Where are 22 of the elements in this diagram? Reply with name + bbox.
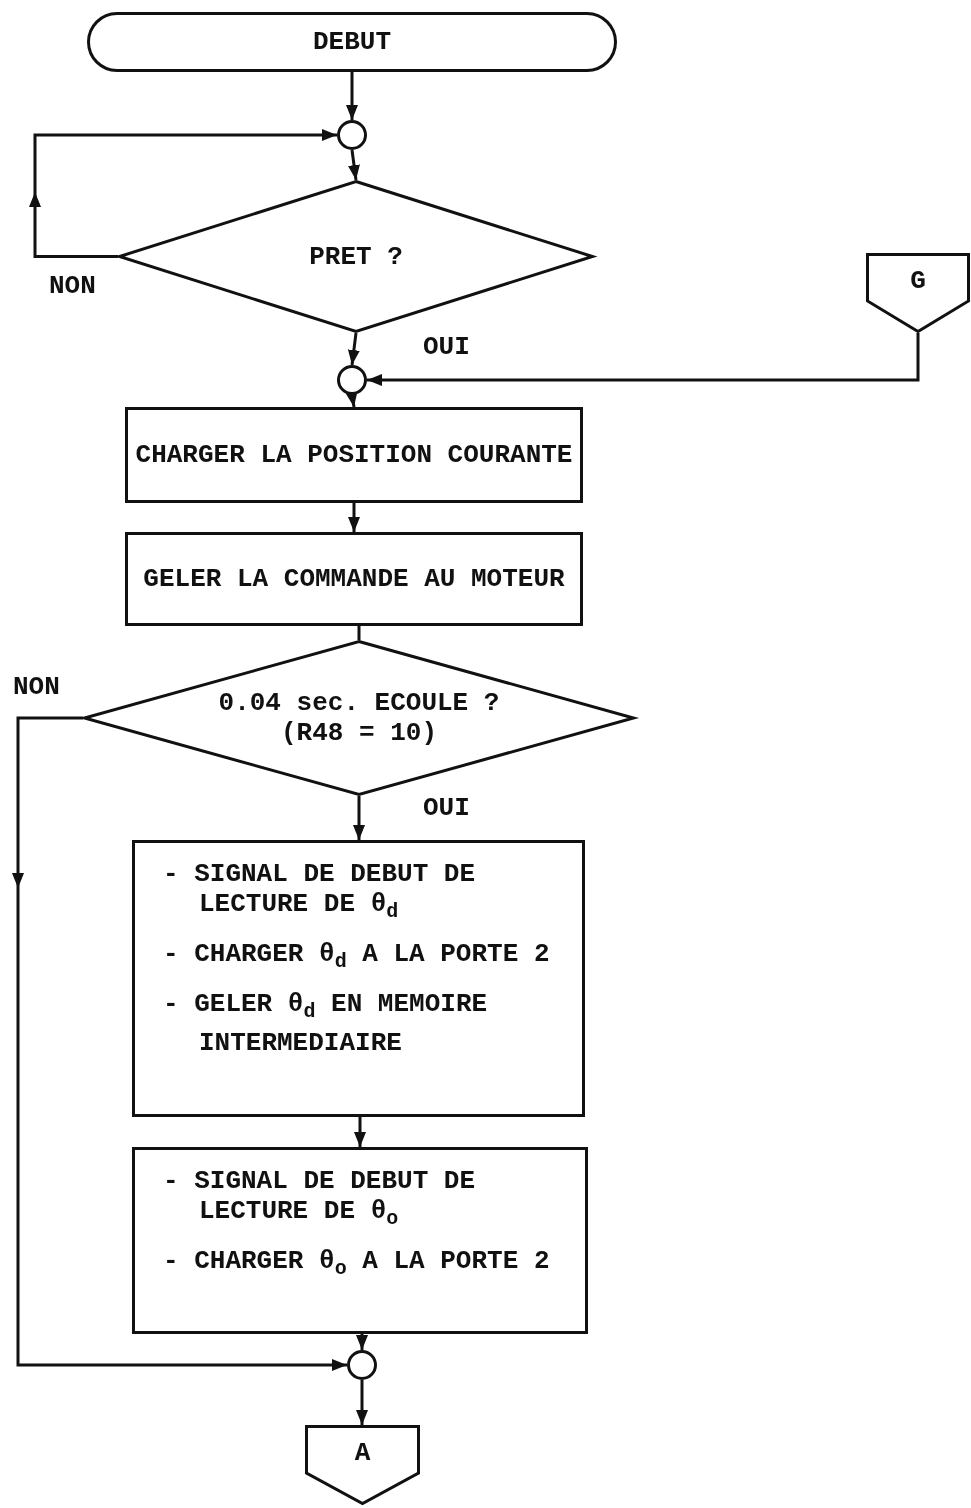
node-text: PRET ? [308,241,404,272]
node-text: G [909,266,927,296]
node-text: - GELER θ$_{d}$ EN MEMOIRE INTERMEDIAIRE [163,989,489,1058]
connector-circle [347,1350,377,1380]
process-box [125,407,583,503]
process-box [132,840,585,1117]
start-terminal [87,12,617,72]
node-text: GELER LA COMMANDE AU MOTEUR [142,564,566,594]
node-text: - CHARGER θ$_{o}$ A LA PORTE 2 [163,1246,551,1283]
node-text: CHARGER LA POSITION COURANTE [134,440,574,470]
node-text: - CHARGER θ$_{d}$ A LA PORTE 2 [163,939,551,976]
node-text: - SIGNAL DE DEBUT DE LECTURE DE θ$_{d}$ [163,859,477,926]
off-page-connector [866,253,970,333]
process-box [132,1147,588,1334]
connector-circle [337,365,367,395]
node-text: DEBUT [312,27,392,57]
node-text: A [353,1438,372,1468]
process-box [125,532,583,626]
off-page-connector [305,1425,420,1505]
node-text: 0.04 sec. ECOULE ? (R48 = 10) [217,688,501,748]
connector-circle [337,120,367,150]
node-text: - SIGNAL DE DEBUT DE LECTURE DE θ$_{o}$ [163,1166,477,1233]
